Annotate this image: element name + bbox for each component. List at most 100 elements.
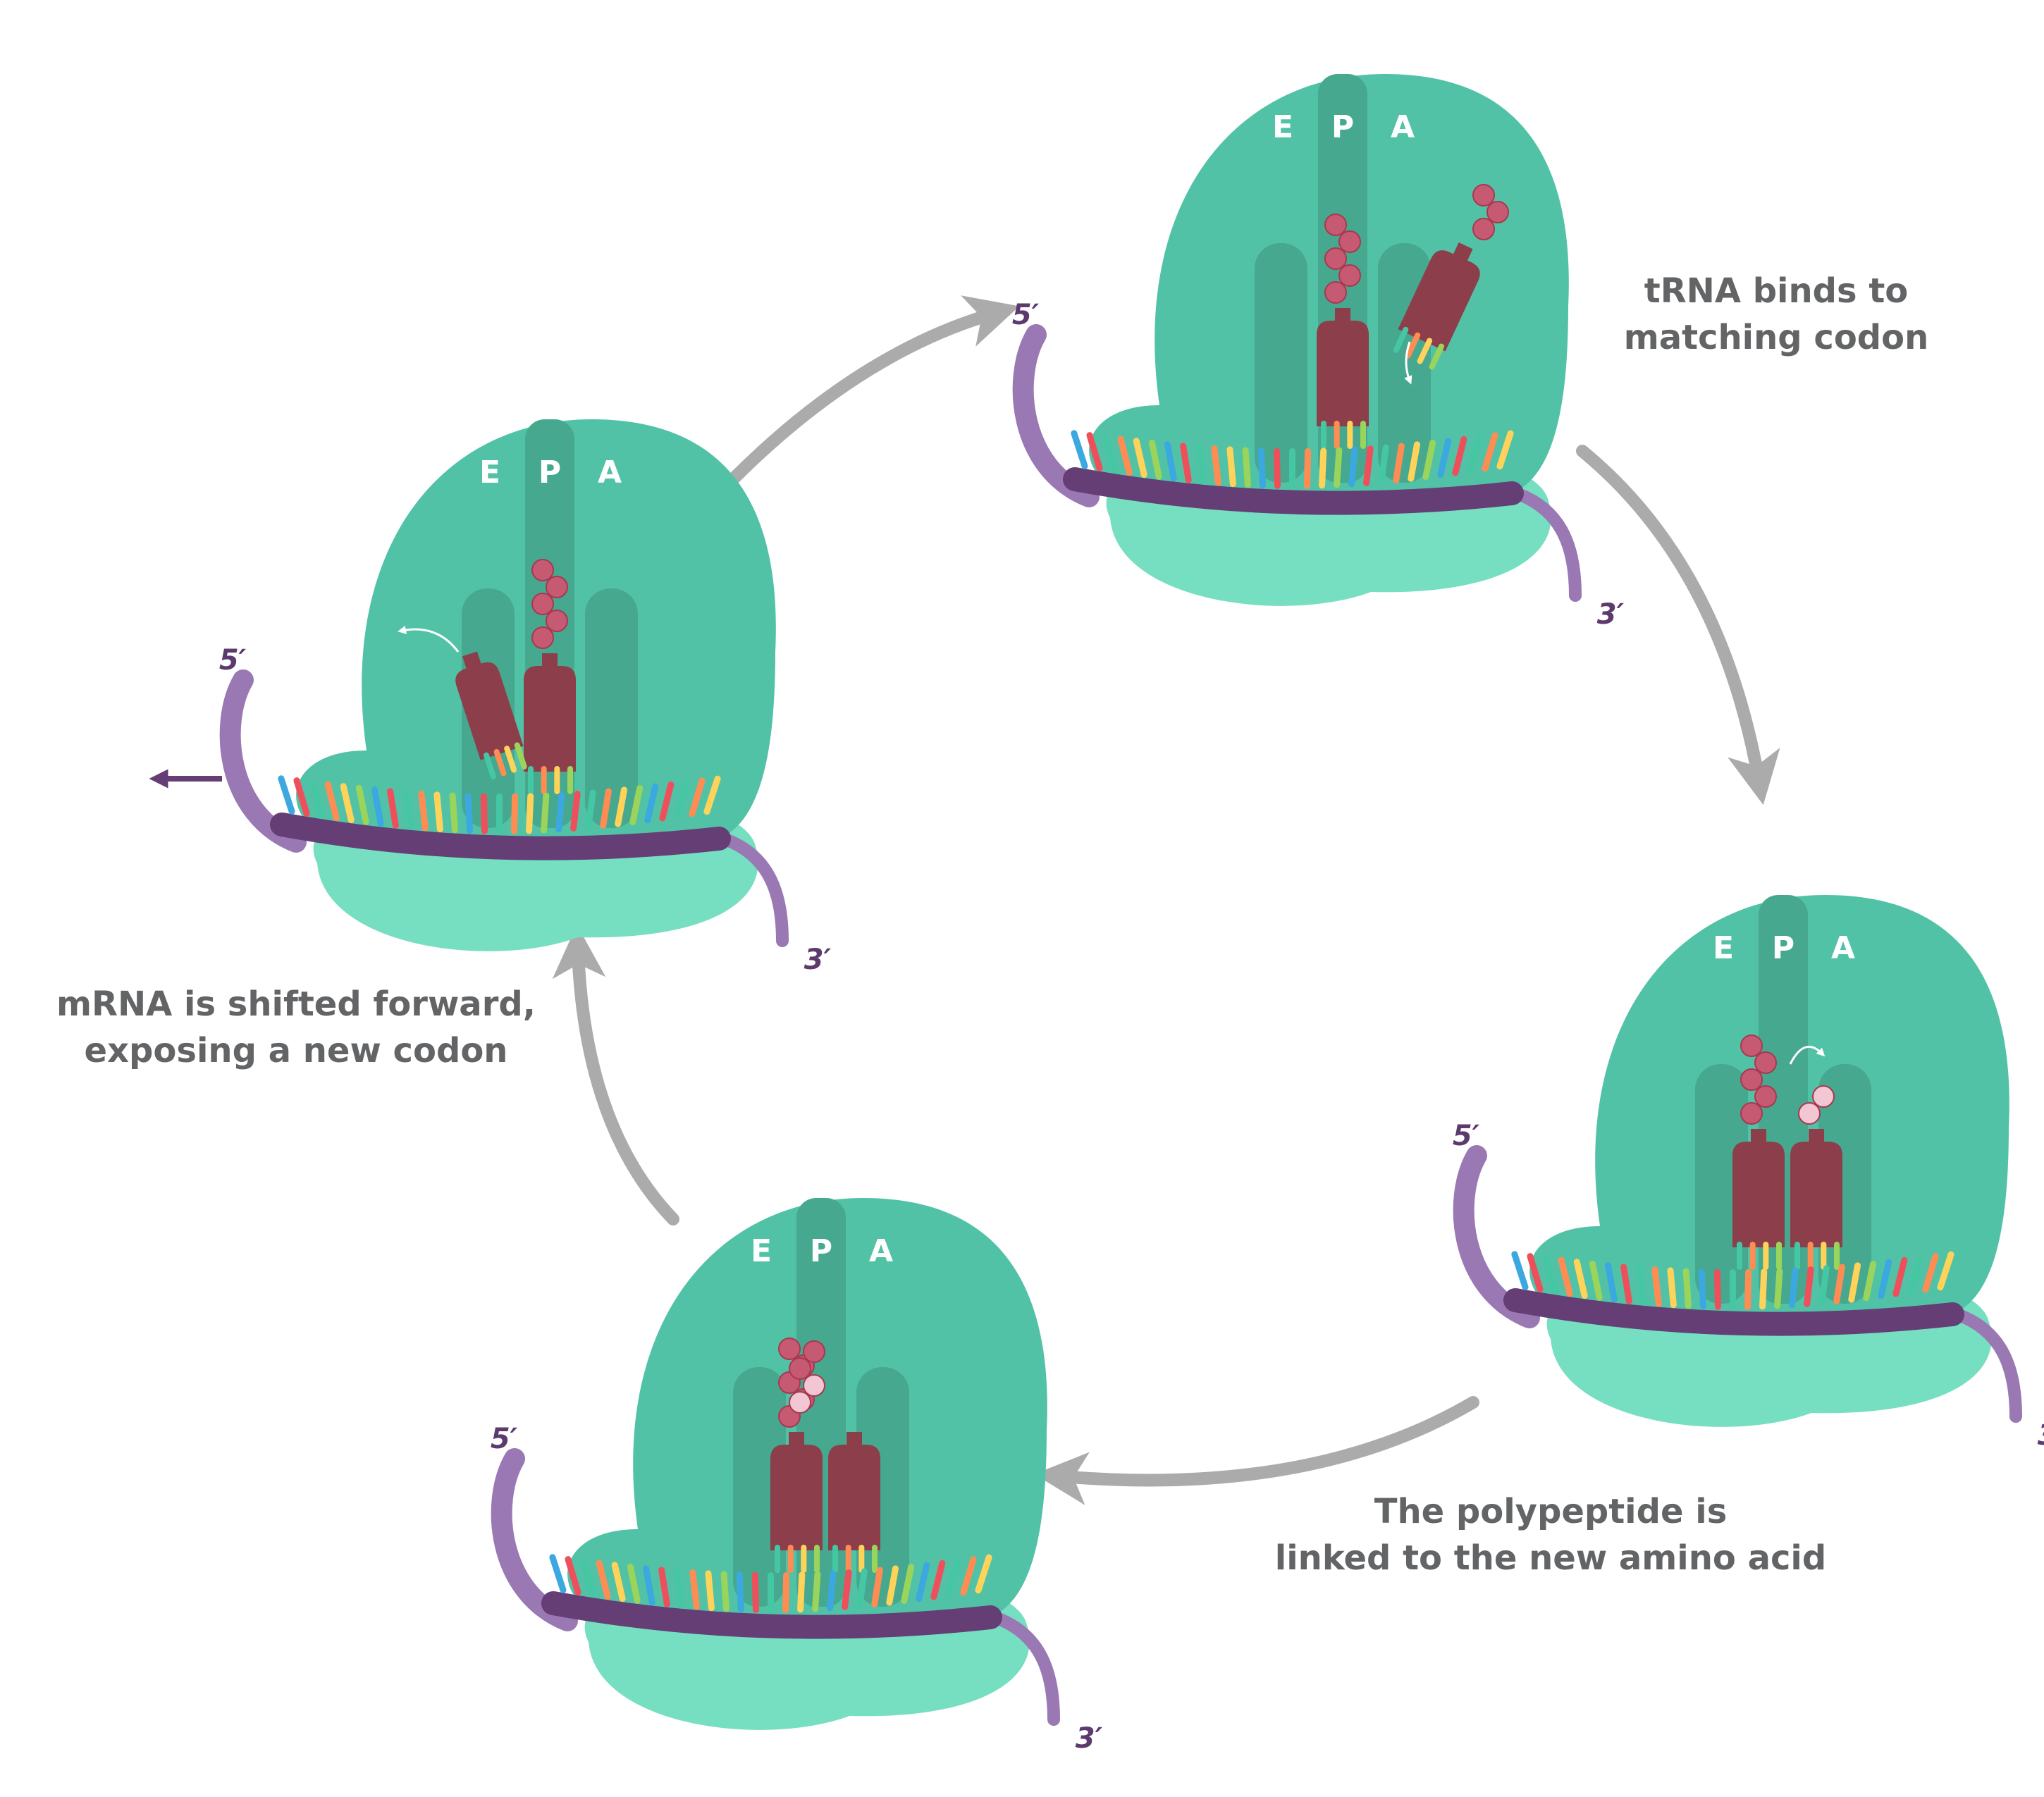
codon-base bbox=[293, 777, 310, 817]
site-label-p: P bbox=[810, 1233, 832, 1269]
codon-base bbox=[1496, 430, 1514, 470]
codon-base bbox=[812, 1571, 821, 1612]
codon-base bbox=[1620, 1264, 1632, 1304]
codon-base bbox=[1363, 445, 1374, 486]
site-label-a: A bbox=[1391, 109, 1415, 145]
codon-base bbox=[736, 1571, 744, 1613]
arrow-to-translocation bbox=[1034, 1396, 1479, 1505]
codon-base bbox=[340, 783, 355, 824]
codon-base bbox=[1907, 1255, 1923, 1295]
caption-trna-binds: tRNA binds to matching codon bbox=[1522, 268, 2030, 361]
e-site-pocket bbox=[1255, 243, 1307, 483]
codon-base bbox=[689, 777, 706, 817]
codon-base bbox=[1348, 446, 1358, 488]
caption-polypeptide-linked: The polypeptide is linked to the new ami… bbox=[1212, 1488, 1889, 1581]
codon-base bbox=[1774, 1268, 1783, 1309]
mrna-backbone bbox=[270, 813, 731, 860]
codon-base bbox=[1319, 447, 1327, 489]
incoming-amino-acid bbox=[1472, 184, 1509, 240]
codon-base bbox=[1589, 1260, 1603, 1301]
codon-base bbox=[1226, 446, 1236, 488]
codon-base bbox=[387, 788, 399, 829]
codon-base bbox=[1698, 1268, 1706, 1310]
codon-base bbox=[1102, 433, 1118, 474]
codon-base bbox=[797, 1571, 806, 1613]
five-prime-label: 5′ bbox=[1012, 299, 1040, 331]
mrna-codon-bases bbox=[1071, 430, 1514, 489]
codon-base bbox=[930, 1560, 946, 1600]
codon-base bbox=[433, 791, 443, 833]
codon-base bbox=[1437, 438, 1452, 478]
codon-base bbox=[1393, 443, 1405, 483]
codon-base bbox=[1452, 436, 1467, 476]
codon-base bbox=[402, 789, 414, 830]
mrna-3-prime-tail bbox=[977, 1607, 1060, 1726]
codon-base bbox=[1636, 1265, 1647, 1306]
caption-trna-binds-line-1: tRNA binds to bbox=[1644, 271, 1909, 311]
caption-mrna-shifted-line-2: exposing a new codon bbox=[84, 1031, 508, 1070]
caption-polypeptide-linked-line-2: linked to the new amino acid bbox=[1274, 1538, 1827, 1578]
codon-base bbox=[1789, 1267, 1799, 1309]
codon-base bbox=[960, 1556, 977, 1596]
codon-base bbox=[1863, 1261, 1877, 1302]
arrow-to-linking bbox=[1576, 445, 1780, 805]
codon-base bbox=[627, 1563, 641, 1604]
codon-base bbox=[1133, 438, 1147, 478]
five-prime-label: 5′ bbox=[1453, 1120, 1480, 1152]
p-site-trna bbox=[524, 653, 576, 794]
codon-base bbox=[526, 793, 534, 834]
mrna-3-prime-tail bbox=[1939, 1304, 2022, 1423]
site-label-p: P bbox=[1772, 930, 1794, 966]
codon-base bbox=[1651, 1266, 1662, 1307]
site-label-p: P bbox=[1331, 109, 1354, 145]
codon-base bbox=[1744, 1268, 1752, 1310]
codon-base bbox=[629, 785, 644, 826]
codon-base bbox=[1071, 430, 1088, 469]
codon-base bbox=[565, 1556, 581, 1596]
new-amino-acid bbox=[1798, 1085, 1835, 1125]
site-label-e: E bbox=[479, 455, 500, 490]
arrow-to-shift bbox=[552, 925, 679, 1225]
codon-base bbox=[496, 793, 503, 834]
polypeptide-chain bbox=[1740, 1035, 1777, 1125]
codon-base bbox=[768, 1572, 774, 1613]
codon-base bbox=[751, 1571, 759, 1613]
codon-base bbox=[1467, 434, 1483, 474]
codon-base bbox=[580, 1557, 596, 1598]
caption-mrna-shifted-line-1: mRNA is shifted forward, bbox=[56, 984, 536, 1024]
codon-base bbox=[611, 1562, 626, 1603]
polypeptide-chain bbox=[1324, 214, 1361, 304]
caption-mrna-shifted: mRNA is shifted forward, exposing a new … bbox=[28, 981, 564, 1074]
codon-base bbox=[1682, 1268, 1692, 1309]
mrna-codon-bases bbox=[549, 1554, 992, 1613]
codon-base bbox=[1511, 1251, 1529, 1290]
codon-base bbox=[1273, 447, 1281, 489]
codon-base bbox=[1892, 1256, 1908, 1297]
codon-base bbox=[449, 792, 458, 834]
codon-base bbox=[278, 775, 295, 815]
codon-base bbox=[1878, 1259, 1892, 1299]
codon-base bbox=[1117, 436, 1133, 476]
codon-base bbox=[886, 1565, 899, 1606]
five-prime-label: 5′ bbox=[491, 1423, 518, 1455]
a-site-trna bbox=[828, 1432, 880, 1573]
binding-arrow bbox=[1404, 341, 1412, 385]
codon-base bbox=[511, 793, 519, 834]
a-site-trna bbox=[1790, 1129, 1842, 1270]
codon-base bbox=[720, 1571, 729, 1612]
polypeptide-chain bbox=[531, 559, 568, 649]
codon-base bbox=[1848, 1262, 1861, 1303]
mrna-3-prime-tail bbox=[1498, 483, 1582, 602]
codon-base bbox=[1334, 447, 1343, 488]
p-site-trna bbox=[1732, 1129, 1785, 1270]
extended-chain bbox=[789, 1340, 825, 1414]
codon-base bbox=[689, 1569, 700, 1610]
incoming-trna bbox=[1393, 242, 1480, 370]
codon-base bbox=[782, 1571, 790, 1613]
codon-base bbox=[945, 1558, 961, 1598]
three-prime-label: 3′ bbox=[1076, 1722, 1103, 1755]
codon-base bbox=[1542, 1254, 1558, 1295]
p-site-trna bbox=[1317, 308, 1369, 449]
